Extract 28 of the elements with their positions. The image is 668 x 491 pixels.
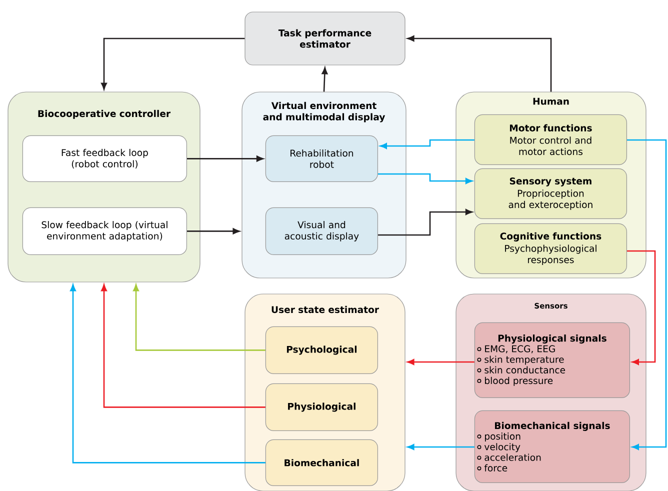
function-box: Motor functions Motor control and motor actions <box>474 114 627 165</box>
state-box: Biomechanical <box>265 439 378 486</box>
function-box: Cognitive functions Psychophysiological responses <box>474 223 627 274</box>
state-box: Psychological <box>265 326 378 374</box>
process-box: Rehabilitation robot <box>265 135 378 182</box>
arrow <box>322 67 328 92</box>
process-box: Fast feedback loop (robot control) <box>22 135 187 182</box>
function-box: Sensory system Proprioception and exteroception <box>474 168 627 219</box>
arrow <box>407 36 552 92</box>
process-box: Visual and acoustic display <box>265 207 378 255</box>
arrow <box>407 359 474 365</box>
arrow <box>187 228 240 234</box>
process-box: Slow feedback loop (virtual environment adaptation) <box>22 207 187 255</box>
arrow <box>101 284 266 408</box>
arrow <box>187 156 264 162</box>
estimator-box: Task performance estimator <box>244 12 406 66</box>
arrow <box>101 38 245 90</box>
arrow <box>70 284 266 464</box>
arrow <box>378 173 472 184</box>
signal-box: Physiological signals EMG, ECG, EEG skin temperature skin conductance blood pressure <box>474 322 630 398</box>
state-box: Physiological <box>265 383 378 431</box>
arrow <box>627 139 667 450</box>
arrow <box>133 284 266 351</box>
signal-box: Biomechanical signals position velocity acceleration force <box>474 410 630 483</box>
arrow <box>380 139 474 149</box>
arrow <box>378 209 472 236</box>
arrow <box>407 444 474 450</box>
arrow <box>627 250 656 365</box>
